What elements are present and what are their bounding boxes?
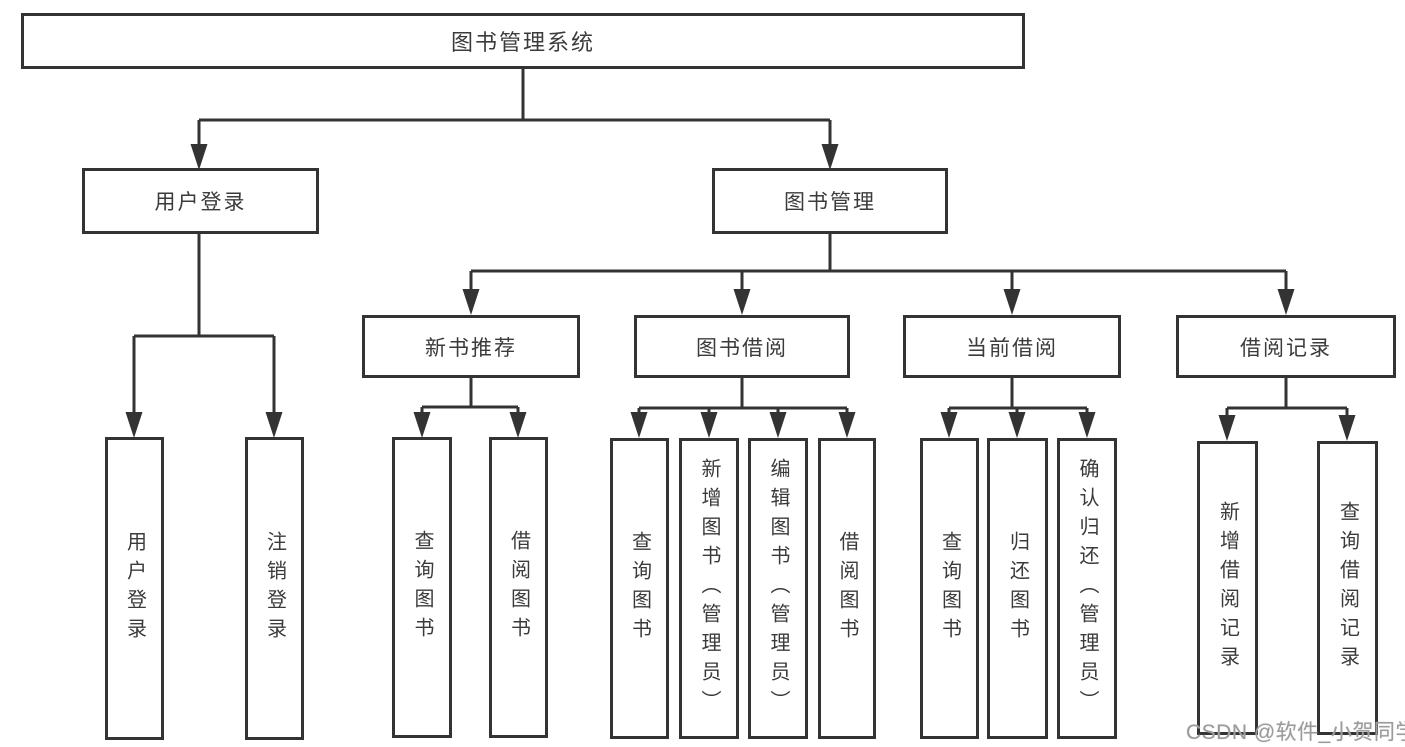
arrowheads [125, 144, 1356, 441]
leaf-borrow-book-1-label: 借阅图书 [507, 529, 530, 646]
leaf-query-book-3-label: 查询图书 [938, 530, 961, 647]
connector-root [197, 69, 832, 146]
node-borrowing-records-label: 借阅记录 [1240, 336, 1332, 360]
node-book-borrowing-label: 图书借阅 [696, 336, 788, 360]
connector-book-borrowing [637, 378, 849, 414]
leaf-borrow-book-2-label: 借阅图书 [836, 530, 858, 647]
leaf-borrow-book-1: 借阅图书 [489, 437, 548, 738]
leaf-add-book-admin: 新增图书（管理员） [679, 438, 739, 739]
node-new-book-recommend: 新书推荐 [362, 315, 580, 378]
leaf-confirm-return-admin: 确认归还（管理员） [1057, 438, 1117, 739]
connector-user-login [132, 234, 276, 414]
leaf-edit-book-admin: 编辑图书（管理员） [748, 438, 808, 739]
leaf-query-borrow-record-label: 查询借阅记录 [1336, 501, 1359, 675]
node-new-book-recommend-label: 新书推荐 [425, 336, 517, 360]
leaf-edit-book-admin-label: 编辑图书（管理员） [767, 458, 789, 719]
connector-book-management [469, 234, 1288, 291]
node-root: 图书管理系统 [21, 13, 1025, 69]
leaf-query-borrow-record: 查询借阅记录 [1317, 441, 1378, 735]
node-book-borrowing: 图书借阅 [634, 315, 850, 378]
node-root-label: 图书管理系统 [450, 30, 595, 55]
connector-new-book-recommend [420, 378, 520, 414]
node-user-login: 用户登录 [82, 168, 319, 234]
connector-current-borrowing [947, 378, 1089, 414]
leaf-query-book-1: 查询图书 [392, 437, 452, 738]
leaf-query-book-2: 查询图书 [610, 438, 669, 739]
leaf-user-login-label: 用户登录 [123, 530, 146, 647]
leaf-return-book-label: 归还图书 [1006, 530, 1029, 647]
node-book-management: 图书管理 [712, 168, 948, 234]
leaf-query-book-1-label: 查询图书 [411, 529, 433, 646]
csdn-watermark: CSDN @软件_小贺同学 [1186, 721, 1405, 744]
node-current-borrowing-label: 当前借阅 [966, 336, 1058, 360]
leaf-logout: 注销登录 [245, 437, 304, 740]
node-user-login-label: 用户登录 [154, 191, 247, 214]
leaf-query-book-3: 查询图书 [920, 438, 979, 739]
leaf-borrow-book-2: 借阅图书 [818, 438, 876, 739]
leaf-logout-label: 注销登录 [263, 530, 286, 647]
node-borrowing-records: 借阅记录 [1176, 315, 1396, 378]
leaf-add-book-admin-label: 新增图书（管理员） [698, 458, 720, 719]
leaf-add-borrow-record: 新增借阅记录 [1197, 441, 1258, 735]
node-book-management-label: 图书管理 [784, 191, 876, 214]
leaf-user-login: 用户登录 [105, 437, 164, 740]
leaf-return-book: 归还图书 [987, 438, 1048, 739]
leaf-confirm-return-admin-label: 确认归还（管理员） [1076, 458, 1098, 719]
connector-borrowing-records [1225, 378, 1349, 416]
node-current-borrowing: 当前借阅 [903, 315, 1121, 378]
leaf-query-book-2-label: 查询图书 [628, 530, 651, 647]
leaf-add-borrow-record-label: 新增借阅记录 [1216, 501, 1239, 675]
